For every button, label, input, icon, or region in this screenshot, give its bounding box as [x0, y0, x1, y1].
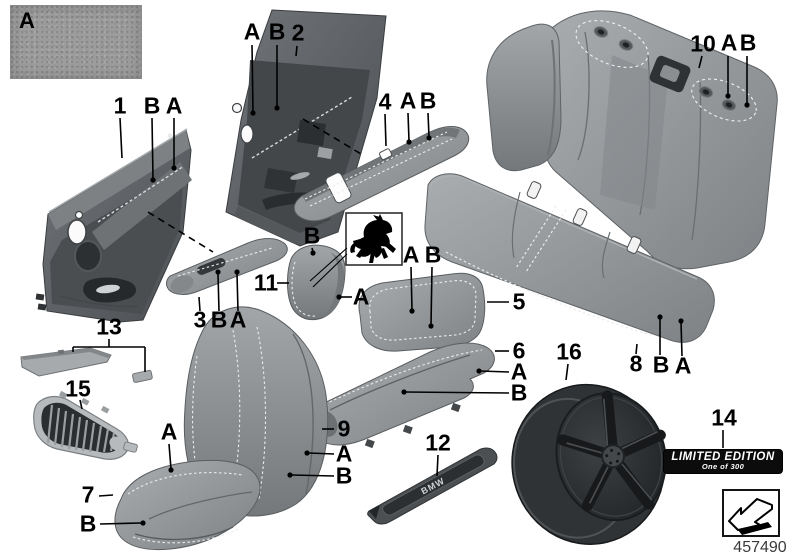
callout-4-rear-armrest[interactable]: 4 — [378, 88, 392, 115]
diagram-part-number: 457490 — [733, 539, 787, 556]
callout-A-front-armrest: A — [229, 306, 247, 333]
leather-swatch: A — [10, 5, 142, 79]
callout-B-seat-cushion: B — [79, 510, 97, 537]
callout-B-front-door-panel: B — [143, 92, 161, 119]
callout-B-front-armrest: B — [210, 306, 228, 333]
callout-B-rear-door-panel: B — [268, 18, 286, 45]
part-rear-bench-cushion[interactable] — [424, 173, 715, 343]
headrest-grommets — [593, 26, 737, 111]
callout-3-front-armrest[interactable]: 3 — [193, 306, 207, 333]
part-centre-armrest-lid[interactable] — [358, 272, 486, 352]
part-front-seat-cushion[interactable] — [114, 459, 261, 551]
leader-lines — [72, 44, 748, 525]
part-kidney-grille[interactable] — [33, 390, 138, 460]
callout-A-rear-door-panel: A — [243, 18, 261, 45]
callout-12-sill-strip[interactable]: 12 — [425, 429, 451, 456]
callout-A-side-trim: A — [510, 358, 528, 385]
wheel-spoke-highlights — [566, 398, 658, 504]
part-front-door-armrest[interactable] — [166, 238, 288, 296]
callout-A-seat-cushion: A — [160, 418, 178, 445]
horse-emblem-box — [345, 212, 403, 266]
callout-A-seat-backrest: A — [335, 440, 353, 467]
callout-11-headrest[interactable]: 11 — [253, 269, 279, 296]
swatch-color-label: A — [19, 8, 35, 33]
callout-B-armrest-lid: B — [424, 241, 442, 268]
callout-A-armrest-lid: A — [402, 241, 420, 268]
callout-16-wheel[interactable]: 16 — [556, 338, 582, 365]
part-headrest[interactable] — [287, 244, 346, 321]
callout-15-kidney-grille[interactable]: 15 — [65, 375, 91, 402]
callout-A-rear-backrest: A — [720, 29, 738, 56]
part-door-trim-strip[interactable] — [20, 347, 153, 383]
callout-14-limited-badge[interactable]: 14 — [711, 404, 737, 431]
badge-title: LIMITED EDITION — [671, 451, 775, 463]
catalog-arrow-box — [722, 489, 780, 537]
callout-B-rear-armrest: B — [419, 87, 437, 114]
callout-6-side-trim[interactable]: 6 — [512, 337, 526, 364]
callout-9-seat-backrest[interactable]: 9 — [337, 415, 351, 442]
callout-A-headrest: A — [352, 283, 370, 310]
badge-subtitle: One of 300 — [701, 462, 745, 471]
callout-1-front-door-panel[interactable]: 1 — [113, 92, 127, 119]
part-door-sill-strip[interactable]: BMW — [367, 447, 498, 525]
part-rear-door-armrest[interactable] — [293, 126, 470, 222]
callout-B-headrest: B — [303, 222, 321, 249]
limited-edition-badge: LIMITED EDITION One of 300 — [663, 449, 783, 474]
grille-slats — [46, 404, 116, 453]
callout-A-front-door-panel: A — [165, 92, 183, 119]
part-rear-backrest[interactable] — [486, 10, 778, 270]
leader-dots — [140, 93, 750, 526]
callout-B-rear-backrest: B — [739, 29, 757, 56]
part-alloy-wheel[interactable] — [495, 368, 683, 560]
callout-B-seat-backrest: B — [335, 462, 353, 489]
callout-5-armrest-lid[interactable]: 5 — [512, 288, 526, 315]
callout-13-trim-strip[interactable]: 13 — [96, 313, 122, 340]
horse-emblem-icon — [350, 214, 396, 263]
callout-8-rear-bench[interactable]: 8 — [629, 350, 643, 377]
trim-clip — [132, 369, 153, 383]
catalog-arrow-icon — [728, 498, 773, 535]
callout-A-rear-armrest: A — [399, 87, 417, 114]
callout-B-rear-bench: B — [652, 351, 670, 378]
callout-B-side-trim: B — [510, 379, 528, 406]
callout-7-seat-cushion[interactable]: 7 — [81, 481, 95, 508]
callout-10-rear-backrest[interactable]: 10 — [690, 30, 716, 57]
callout-2-rear-door-panel[interactable]: 2 — [291, 19, 305, 46]
callout-A-rear-bench: A — [674, 352, 692, 379]
